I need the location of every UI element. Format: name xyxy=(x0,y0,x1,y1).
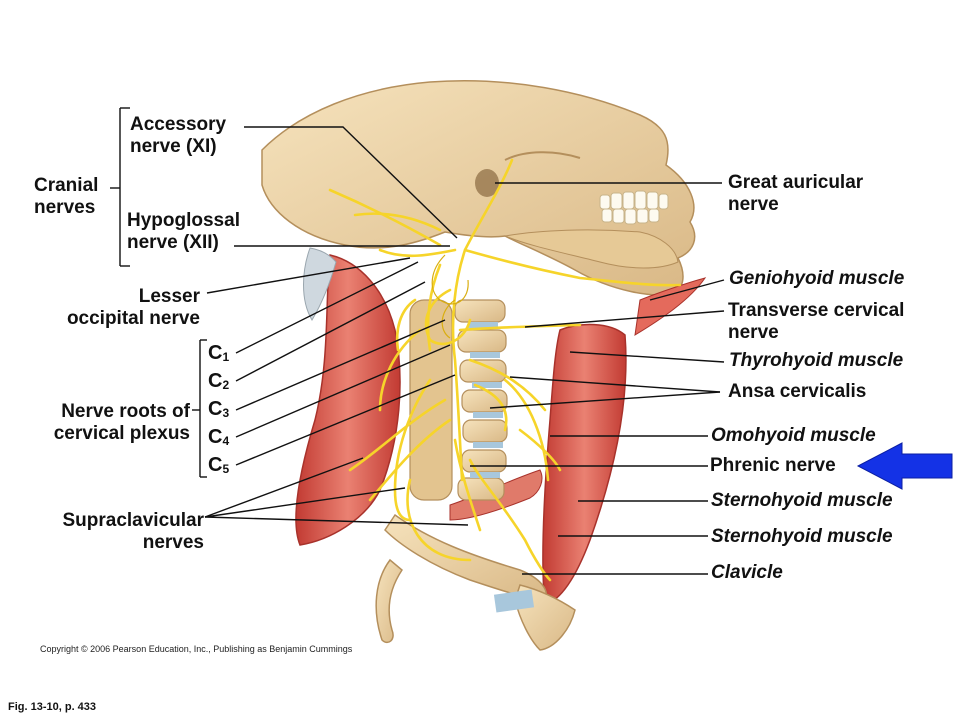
nerves xyxy=(328,158,682,582)
leader-lines xyxy=(110,107,725,575)
label-clavicle: Clavicle xyxy=(711,562,783,583)
label-nerve-roots-group: Nerve roots of cervical plexus xyxy=(53,401,190,444)
label-transverse-cervical-nerve: Transverse cervical nerve xyxy=(728,300,905,343)
teeth xyxy=(599,190,669,225)
label-root-c4: C4 xyxy=(208,426,230,448)
label-geniohyoid-muscle: Geniohyoid muscle xyxy=(729,268,905,289)
copyright-notice: Copyright © 2006 Pearson Education, Inc.… xyxy=(40,644,353,654)
clavicle-and-rib xyxy=(375,513,576,651)
label-sternohyoid-muscle-upper: Sternohyoid muscle xyxy=(711,490,893,511)
nerve-plexus-core xyxy=(431,254,469,339)
label-supraclavicular-nerves: Supraclavicular nerves xyxy=(62,510,204,553)
label-lesser-occipital-nerve: Lesser occipital nerve xyxy=(66,286,200,329)
figure-reference: Fig. 13-10, p. 433 xyxy=(8,701,97,713)
label-sternohyoid-muscle-lower: Sternohyoid muscle xyxy=(711,526,893,547)
label-cranial-nerves: Cranial nerves xyxy=(34,175,99,218)
label-hypoglossal-nerve: Hypoglossal nerve (XII) xyxy=(127,210,240,253)
label-great-auricular-nerve: Great auricular nerve xyxy=(728,172,864,215)
pointer-arrow xyxy=(856,442,953,490)
label-thyrohyoid-muscle: Thyrohyoid muscle xyxy=(729,350,904,371)
label-root-c3: C3 xyxy=(208,398,230,420)
label-root-c5: C5 xyxy=(208,454,230,476)
label-omohyoid-muscle: Omohyoid muscle xyxy=(711,425,876,446)
label-ansa-cervicalis: Ansa cervicalis xyxy=(728,381,867,402)
label-root-c1: C1 xyxy=(208,342,230,364)
label-root-c2: C2 xyxy=(208,370,230,392)
label-phrenic-nerve: Phrenic nerve xyxy=(710,455,836,476)
skull xyxy=(261,79,696,296)
label-accessory-nerve: Accessory nerve (XI) xyxy=(130,114,227,157)
